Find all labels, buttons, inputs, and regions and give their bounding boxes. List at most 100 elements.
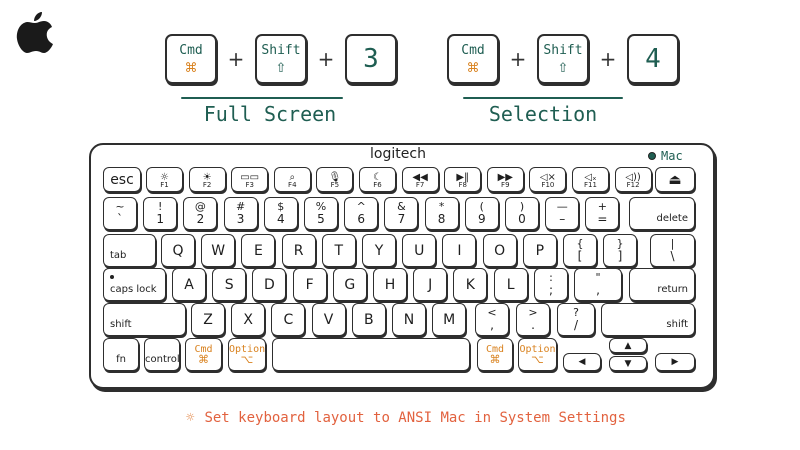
key-s: S xyxy=(212,268,247,301)
arrow-left-key: ◀ xyxy=(563,353,601,371)
key-w: W xyxy=(201,234,236,267)
key-e: E xyxy=(241,234,276,267)
modifier-label: Option xyxy=(229,344,266,355)
key-label: Cmd xyxy=(461,42,485,58)
function-label: F5 xyxy=(330,181,340,189)
key-label: control xyxy=(145,354,180,365)
key-label: J xyxy=(428,276,433,293)
key-5: %5 xyxy=(304,197,338,230)
key-7: &7 xyxy=(384,197,419,230)
key-char: ; xyxy=(548,283,554,297)
sun-icon: ☼ xyxy=(186,410,195,426)
key-shift-char: & xyxy=(397,200,406,213)
key-shift-char: $ xyxy=(277,200,285,213)
key-cmd: Cmd⌘ xyxy=(185,338,222,371)
key-label: ▶ xyxy=(671,357,679,367)
key-,: ", xyxy=(574,268,622,301)
plus-sign: + xyxy=(317,47,335,71)
option-icon: ⌥ xyxy=(240,353,254,366)
function-icon: ☾ xyxy=(373,172,382,183)
key-char: 8 xyxy=(437,212,446,226)
key-v: V xyxy=(311,303,346,336)
key-f7: ◀◀F7 xyxy=(401,167,439,192)
key-d: D xyxy=(252,268,287,301)
key-char: 1 xyxy=(156,212,164,226)
key-shift-char: ~ xyxy=(115,200,125,213)
key-f10: ◁×F10 xyxy=(529,167,567,192)
key-label: E xyxy=(253,242,263,259)
key-label: return xyxy=(657,284,688,295)
key-char: 4 xyxy=(276,212,285,226)
key-i: I xyxy=(442,234,477,267)
key-label: Z xyxy=(203,311,213,328)
function-label: F6 xyxy=(373,181,382,189)
apple-logo-icon xyxy=(16,12,53,53)
key-label: ◀ xyxy=(578,357,586,367)
key-4: 4 xyxy=(627,34,679,84)
tip-note: ☼ Set keyboard layout to ANSI Mac in Syst… xyxy=(186,410,626,426)
key-label: esc xyxy=(110,171,134,188)
key-label: C xyxy=(283,311,294,328)
key-option: Option⌥ xyxy=(228,338,266,371)
key-char: 3 xyxy=(236,212,245,226)
key-char: [ xyxy=(577,249,583,263)
cmd-key: Cmd ⌘ xyxy=(447,34,499,84)
key-u: U xyxy=(402,234,437,267)
function-label: F7 xyxy=(415,181,425,189)
option-icon: ⌥ xyxy=(531,353,544,366)
key-char: ] xyxy=(617,249,623,263)
key-label: O xyxy=(494,242,506,259)
key-f9: ▶▶F9 xyxy=(486,167,524,192)
modifier-label: Option xyxy=(519,344,556,355)
function-icon: ⏏ xyxy=(668,171,682,188)
command-icon: ⌘ xyxy=(184,60,198,76)
function-icon: ☀ xyxy=(202,172,212,183)
cmd-key: Cmd ⌘ xyxy=(165,34,217,84)
key-4: $4 xyxy=(263,197,298,230)
key-char: 0 xyxy=(518,212,526,226)
function-icon: ▶▶ xyxy=(497,172,513,183)
function-icon: ◀◀ xyxy=(412,172,428,183)
key-label: M xyxy=(443,311,456,328)
key-2: @2 xyxy=(183,197,218,230)
key-f12: ◁))F12 xyxy=(614,167,652,192)
function-icon: ◁× xyxy=(539,172,556,183)
key-label: X xyxy=(243,311,253,328)
key-8: *8 xyxy=(424,197,459,230)
key-z: Z xyxy=(191,303,225,336)
key-shift-char: ( xyxy=(479,200,484,213)
key-label: L xyxy=(506,276,515,293)
key-label: fn xyxy=(116,354,126,365)
key-label: H xyxy=(384,276,396,293)
function-label: F12 xyxy=(626,181,640,189)
function-icon: ◁ₓ xyxy=(584,172,597,183)
function-icon: ☼ xyxy=(160,172,169,183)
shift-key: Shift ⇧ xyxy=(537,34,589,84)
tip-text: Set keyboard layout to ANSI Mac in Syste… xyxy=(204,410,626,426)
key-space xyxy=(272,338,470,371)
key-label: W xyxy=(211,242,226,259)
key-label: G xyxy=(344,276,356,293)
key-shift-char: | xyxy=(670,237,675,250)
plus-sign: + xyxy=(509,47,527,71)
key-[: {[ xyxy=(563,234,597,267)
key-f6: ☾F6 xyxy=(359,167,396,192)
command-icon: ⌘ xyxy=(489,353,501,366)
key-label: Shift xyxy=(261,42,301,58)
key-label: A xyxy=(184,276,194,293)
key-f3: ▭▭F3 xyxy=(231,167,269,192)
key-char: 2 xyxy=(196,212,205,226)
command-icon: ⌘ xyxy=(198,353,209,366)
key-label: V xyxy=(323,311,334,328)
function-label: F3 xyxy=(245,181,254,189)
key-label: Cmd xyxy=(179,42,203,58)
caption-selection: Selection xyxy=(488,102,598,126)
key-k: K xyxy=(453,268,488,301)
key-label: U xyxy=(414,242,425,259)
function-icon: ▭▭ xyxy=(240,172,260,183)
key-option: Option⌥ xyxy=(518,338,557,371)
key-;: :; xyxy=(534,268,568,301)
key-b: B xyxy=(351,303,386,336)
key-p: P xyxy=(522,234,557,267)
key-j: J xyxy=(413,268,448,301)
